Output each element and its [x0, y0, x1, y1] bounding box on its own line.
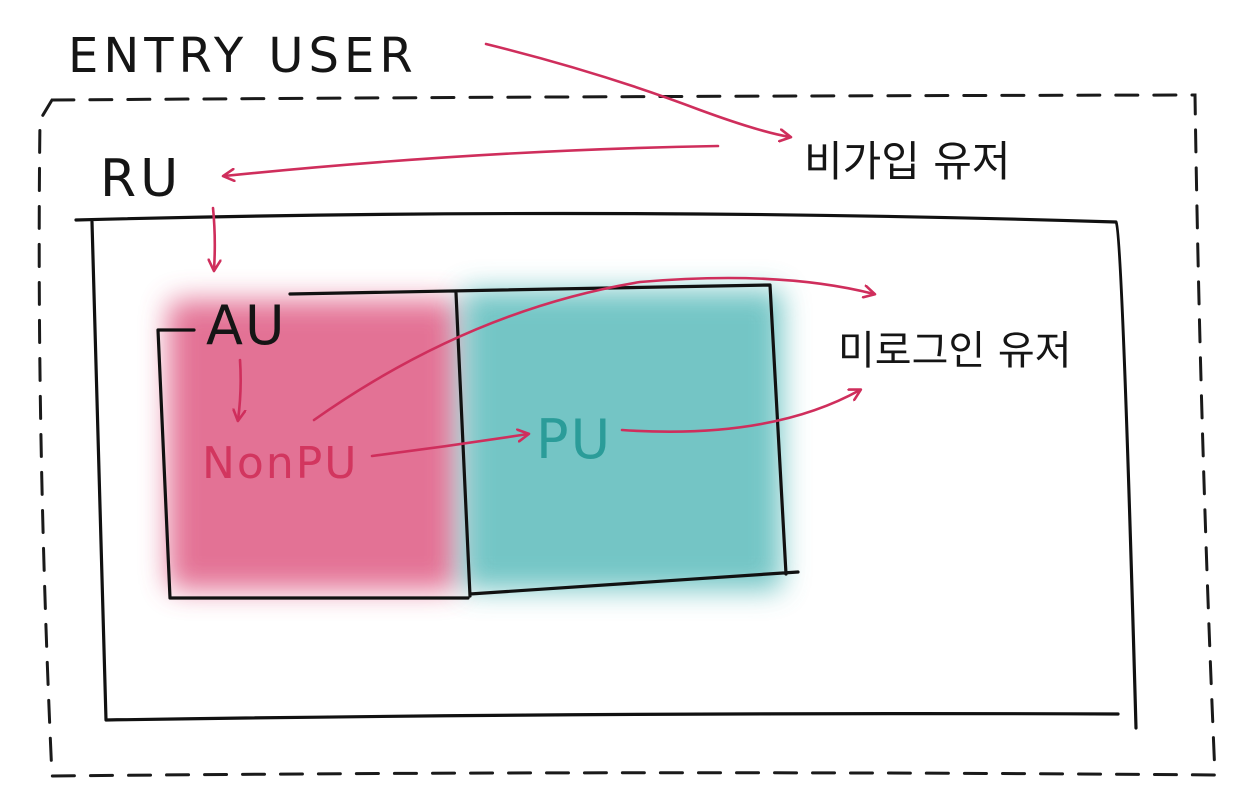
pu-label: PU: [536, 408, 612, 471]
non-pu-label: NonPU: [202, 438, 358, 489]
au-box: [156, 283, 800, 600]
arrow-nonpu-to-pu: [370, 434, 528, 458]
not-logged-in-user-label: 미로그인 유저: [838, 328, 1072, 374]
pu-region: [462, 290, 782, 590]
arrow-ru-to-au: [213, 206, 215, 270]
arrow-unregistered-to-ru: [224, 144, 720, 176]
arrow-nonpu-to-not-logged-in: [312, 276, 874, 422]
arrow-pu-to-not-logged-in: [620, 390, 860, 433]
arrow-au-to-nonpu: [238, 358, 241, 420]
entry-user-boundary: [37, 93, 1217, 778]
entry-user-label: ENTRY USER: [68, 28, 418, 84]
arrow-entry-to-unregistered: [484, 42, 790, 137]
ru-label: RU: [100, 149, 182, 209]
au-label: AU: [206, 294, 286, 357]
ru-box: [74, 211, 1138, 730]
unregistered-user-label: 비가입 유저: [804, 137, 1011, 186]
